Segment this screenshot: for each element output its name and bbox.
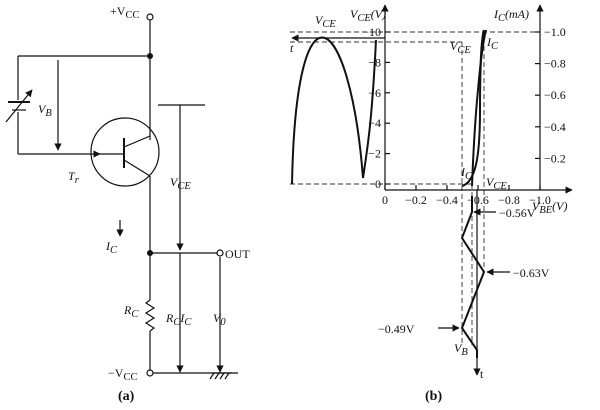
out-terminal <box>216 249 224 257</box>
vce-axis-title: VCE(V) <box>350 7 386 24</box>
curve-ic-top-label: IC <box>486 35 499 52</box>
transistor-icon <box>90 117 160 187</box>
vce-tick-label: −6 <box>368 86 381 100</box>
v0-label: V0 <box>213 311 226 328</box>
vb-label: VB <box>38 102 52 119</box>
vbe-tick-labels: 0 −0.2 −0.4 −0.6 −0.8 −1.0 <box>382 185 551 207</box>
vcc-bottom-terminal <box>146 369 154 377</box>
ic-axis-title: IC(mA) <box>493 7 529 24</box>
caption-a: (a) <box>118 389 135 404</box>
vce-tick-labels: −10−8−6−4−20 <box>362 25 390 191</box>
ic-tick-label: −0.6 <box>544 88 566 102</box>
vce-wave-label: VCE <box>315 13 336 30</box>
annot-049: −0.49V <box>378 322 415 336</box>
curve-ic-bottom-label: IC <box>460 165 473 182</box>
vce-waveform <box>291 36 377 185</box>
resistor-icon <box>144 299 156 332</box>
ic-vbe-curve <box>471 29 487 187</box>
rcic-label: RCIC <box>165 311 192 328</box>
vcc-top-terminal <box>146 13 154 21</box>
ic-tick-label: −1.0 <box>544 25 566 39</box>
vce-tick-label: 0 <box>375 177 381 191</box>
vb-waveform <box>460 196 486 358</box>
graphs-panel: −10−8−6−4−20 −1.0−0.8−0.6−0.4−0.2 0−0.2−… <box>290 4 573 404</box>
circuit-diagram: VB Tr IC VCE OUT RC RCIC V0 <box>5 4 250 404</box>
vce-tick-label: −2 <box>368 147 381 161</box>
vbe-tick-label: −0.4 <box>436 193 458 207</box>
vce-label: VCE <box>170 175 191 192</box>
vbe-tick-label: 0 <box>382 193 388 207</box>
out-label: OUT <box>225 247 250 261</box>
ic-label: IC <box>105 239 118 256</box>
ic-tick-label: −0.8 <box>544 57 566 71</box>
annot-056: −0.56V <box>499 206 536 220</box>
ic-tick-label: −0.4 <box>544 120 566 134</box>
ground-icon <box>209 372 232 380</box>
t-bottom-label: t <box>480 367 484 381</box>
vcc-bottom-label: −VCC <box>108 366 137 383</box>
vb-wave-label: VB <box>454 341 468 358</box>
vbe-tick-label: −1.0 <box>529 193 551 207</box>
vcc-top-label: +VCC <box>110 4 139 21</box>
vbe-tick-label: −0.6 <box>467 193 489 207</box>
caption-b: (b) <box>425 389 442 404</box>
variable-battery-icon <box>5 89 33 123</box>
vbe-axis-title: VBE(V) <box>532 199 568 216</box>
t-left-label: t <box>290 41 294 55</box>
vbe-tick-label: −0.2 <box>405 193 427 207</box>
ic-tick-label: −0.2 <box>544 151 566 165</box>
rc-label: RC <box>123 303 139 320</box>
curve-vce-bottom-label: VCE <box>486 175 507 192</box>
ic-tick-labels: −1.0 −0.8 −0.6 −0.4 −0.2 <box>535 25 566 165</box>
transistor-label: Tr <box>68 169 80 186</box>
vbe-tick-label: −0.8 <box>498 193 520 207</box>
curve-vce-top-label: VCE <box>450 39 471 56</box>
vce-tick-label: −10 <box>362 25 381 39</box>
annot-063: −0.63V <box>513 266 550 280</box>
